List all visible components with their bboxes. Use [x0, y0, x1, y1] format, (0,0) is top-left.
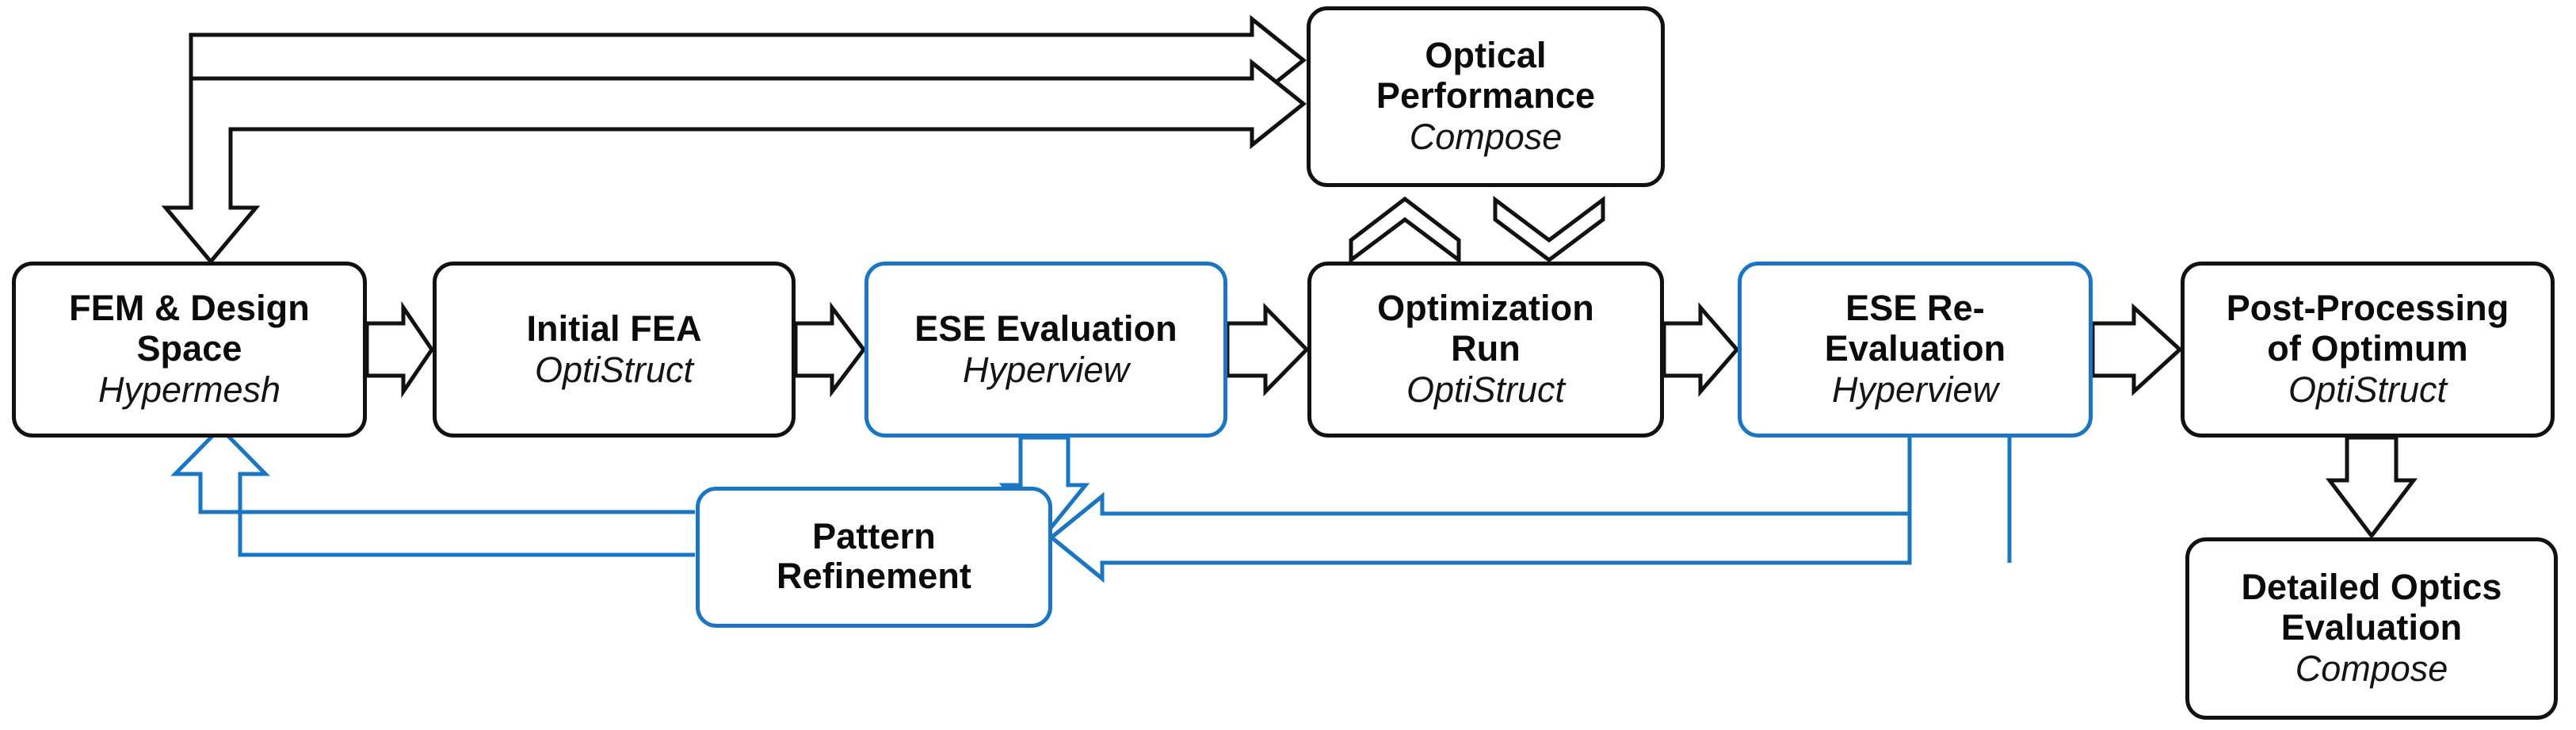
node-subtitle: Hypermesh	[97, 369, 281, 411]
node-subtitle: Hyperview	[962, 350, 1130, 390]
arrow-initial-fea-to-ese	[793, 301, 867, 398]
node-fem-design-space[interactable]: FEM & Design Space Hypermesh	[12, 262, 367, 438]
node-optimization-run[interactable]: Optimization Run OptiStruct	[1307, 262, 1664, 438]
arrow-ese-to-optimization	[1225, 302, 1310, 397]
node-subtitle: Compose	[2295, 648, 2448, 690]
arrow-ese-re-evaluation-to-pattern-refinement-upper	[1048, 438, 1912, 583]
node-pattern-refinement[interactable]: Pattern Refinement	[696, 487, 1052, 628]
node-ese-re-evaluation[interactable]: ESE Re- Evaluation Hyperview	[1738, 262, 2093, 438]
arrow-ese-re-to-post-processing	[2090, 303, 2183, 396]
node-title: Post-Processing of Optimum	[2226, 288, 2509, 369]
node-detailed-optics-evaluation[interactable]: Detailed Optics Evaluation Compose	[2185, 537, 2558, 720]
arrow-pattern-refinement-to-fem	[170, 425, 695, 557]
arrow-ese-evaluation-to-pattern-refinement	[998, 435, 1090, 539]
arrow-optimization-to-ese-re	[1662, 302, 1740, 397]
node-ese-evaluation[interactable]: ESE Evaluation Hyperview	[864, 262, 1227, 438]
node-title: ESE Evaluation	[914, 308, 1177, 349]
chevron-down-icon	[1493, 196, 1605, 263]
node-optical-performance[interactable]: Optical Performance Compose	[1307, 6, 1665, 187]
arrow-optical-performance-to-fem-feedback	[161, 58, 1307, 265]
node-subtitle: Compose	[1409, 117, 1563, 158]
arrow-post-processing-to-detailed-optics	[2325, 435, 2418, 540]
node-title: Optimization Run	[1377, 288, 1594, 369]
chevron-up-icon	[1349, 196, 1461, 264]
node-title: Initial FEA	[526, 308, 702, 349]
node-subtitle: OptiStruct	[2288, 369, 2448, 411]
node-title: Detailed Optics Evaluation	[2241, 567, 2502, 648]
node-post-processing[interactable]: Post-Processing of Optimum OptiStruct	[2181, 262, 2555, 438]
node-title: Optical Performance	[1376, 35, 1596, 116]
arrow-fem-to-initial-fea	[364, 300, 435, 399]
node-title: ESE Re- Evaluation	[1824, 288, 2006, 369]
node-title: Pattern Refinement	[776, 515, 972, 596]
node-subtitle: OptiStruct	[1406, 369, 1566, 411]
node-subtitle: OptiStruct	[534, 350, 694, 390]
node-title: FEM & Design Space	[69, 288, 310, 369]
node-initial-fea[interactable]: Initial FEA OptiStruct	[433, 262, 796, 438]
arrow-pattern-refinement-inlet-upper	[1048, 491, 1910, 583]
node-subtitle: Hyperview	[1831, 369, 1999, 411]
